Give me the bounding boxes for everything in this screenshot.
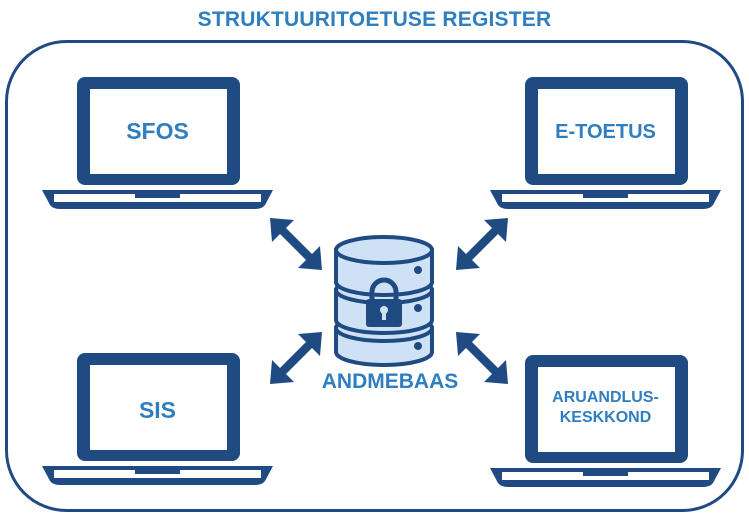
double-arrow-icon — [270, 332, 322, 384]
lock-icon — [366, 277, 402, 327]
diagram-title: STRUKTUURITOETUSE REGISTER — [197, 8, 552, 31]
double-arrow-icon — [270, 218, 322, 270]
laptop-icon — [42, 353, 273, 485]
register-frame — [5, 40, 744, 512]
system-label-e-toetus: E-TOETUS — [555, 121, 656, 143]
system-label-line-1: ARUANDLUS- — [552, 389, 659, 406]
system-label-sfos: SFOS — [126, 118, 189, 144]
laptop-icon — [42, 77, 273, 209]
double-arrow-icon — [456, 218, 508, 270]
laptop-e-toetus: E-TOETUS — [488, 72, 723, 212]
database-lock-icon — [334, 235, 434, 367]
double-arrow-icon — [456, 332, 508, 384]
laptop-sis: SIS — [40, 348, 275, 488]
laptop-aruandluskeskkond: ARUANDLUS- KESKKOND — [488, 350, 723, 490]
laptop-icon — [490, 77, 721, 209]
laptop-icon — [490, 355, 721, 487]
system-label-sis: SIS — [40, 396, 275, 425]
system-label-sis-text: SIS — [138, 397, 177, 423]
system-label-line-2: KESKKOND — [559, 409, 652, 426]
system-label-aruandlus: ARUANDLUS- KESKKOND — [488, 388, 723, 428]
database-label: ANDMEBAAS — [321, 370, 459, 393]
laptop-sfos: SFOS — [40, 72, 275, 212]
